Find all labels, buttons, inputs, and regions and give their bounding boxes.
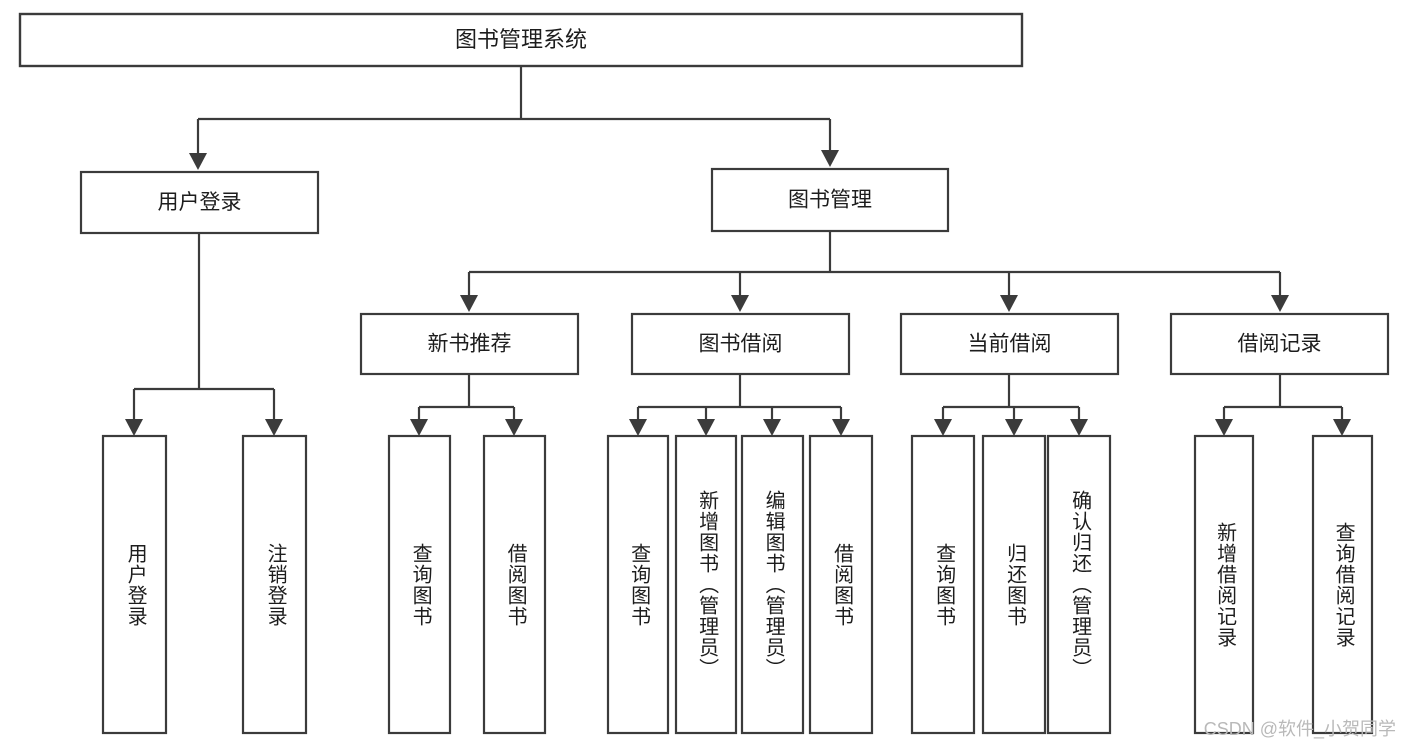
node-leaf-user-login-rect[interactable]	[101, 434, 168, 735]
node-current-borrow-rect[interactable]	[899, 312, 1120, 376]
node-borrow-record-rect[interactable]	[1169, 312, 1390, 376]
level1-arrow-icon-1	[821, 150, 839, 167]
node-leaf-user-logout-rect[interactable]	[241, 434, 308, 735]
node-leaf-borrow-book-2[interactable]	[808, 434, 874, 735]
node-leaf-query-book-2[interactable]	[606, 434, 670, 735]
level1-arrow-icon-0	[189, 153, 207, 170]
node-leaf-borrow-book-1[interactable]	[482, 434, 547, 735]
node-current-borrow[interactable]: 当前借阅	[899, 312, 1120, 376]
node-leaf-query-book-3[interactable]	[910, 434, 976, 735]
node-borrow-record[interactable]: 借阅记录	[1169, 312, 1390, 376]
node-root-图书管理系统-label: 图书管理系统	[455, 27, 587, 52]
node-leaf-query-book-3-rect[interactable]	[910, 434, 976, 735]
connectors-layer	[125, 66, 1351, 436]
node-root-图书管理系统[interactable]: 图书管理系统	[18, 12, 1024, 68]
node-leaf-borrow-book-1-rect[interactable]	[482, 434, 547, 735]
node-borrow-record-label: 借阅记录	[1238, 333, 1322, 356]
node-user-login-label: 用户登录	[158, 191, 242, 214]
leaf-arrow-icon-2-3	[832, 419, 850, 436]
node-book-manage-label: 图书管理	[788, 189, 872, 212]
node-leaf-confirm-return[interactable]	[1046, 434, 1112, 735]
leaf-arrow-icon-3-1	[1005, 419, 1023, 436]
leaf-arrow-icon-4-1	[1333, 419, 1351, 436]
node-user-login-rect[interactable]	[79, 170, 320, 235]
node-leaf-add-record-rect[interactable]	[1193, 434, 1255, 735]
node-book-borrow-rect[interactable]	[630, 312, 851, 376]
node-book-manage-rect[interactable]	[710, 167, 950, 233]
node-leaf-add-book[interactable]	[674, 434, 738, 735]
node-leaf-add-record[interactable]	[1193, 434, 1255, 735]
node-new-book-rec-rect[interactable]	[359, 312, 580, 376]
node-current-borrow-label: 当前借阅	[968, 333, 1052, 356]
node-leaf-borrow-book-2-rect[interactable]	[808, 434, 874, 735]
node-leaf-return-book[interactable]	[981, 434, 1047, 735]
leaf-arrow-icon-3-0	[934, 419, 952, 436]
node-leaf-query-record[interactable]	[1311, 434, 1374, 735]
node-book-borrow-label: 图书借阅	[699, 333, 783, 356]
level2-arrow-icon-3	[1271, 295, 1289, 312]
level2-arrow-icon-0	[460, 295, 478, 312]
leaf-arrow-icon-0-1	[265, 419, 283, 436]
leaf-arrow-icon-1-1	[505, 419, 523, 436]
node-leaf-user-logout[interactable]	[241, 434, 308, 735]
node-leaf-query-book-1-rect[interactable]	[387, 434, 452, 735]
leaf-arrow-icon-4-0	[1215, 419, 1233, 436]
node-leaf-user-login[interactable]	[101, 434, 168, 735]
node-leaf-confirm-return-rect[interactable]	[1046, 434, 1112, 735]
level2-arrow-icon-1	[731, 295, 749, 312]
leaf-arrow-icon-0-0	[125, 419, 143, 436]
node-book-manage[interactable]: 图书管理	[710, 167, 950, 233]
node-leaf-edit-book[interactable]	[740, 434, 805, 735]
leaf-arrow-icon-3-2	[1070, 419, 1088, 436]
leaf-arrow-icon-2-2	[763, 419, 781, 436]
node-root-图书管理系统-rect[interactable]	[18, 12, 1024, 68]
leaf-arrow-icon-2-1	[697, 419, 715, 436]
node-leaf-query-book-2-rect[interactable]	[606, 434, 670, 735]
node-leaf-edit-book-rect[interactable]	[740, 434, 805, 735]
level2-arrow-icon-2	[1000, 295, 1018, 312]
node-leaf-return-book-rect[interactable]	[981, 434, 1047, 735]
csdn-watermark: CSDN @软件_小贺同学	[1203, 719, 1396, 739]
node-leaf-query-book-1[interactable]	[387, 434, 452, 735]
leaf-arrow-icon-2-0	[629, 419, 647, 436]
node-new-book-rec-label: 新书推荐	[428, 333, 512, 356]
node-leaf-add-book-rect[interactable]	[674, 434, 738, 735]
node-new-book-rec[interactable]: 新书推荐	[359, 312, 580, 376]
node-user-login[interactable]: 用户登录	[79, 170, 320, 235]
leaf-arrow-icon-1-0	[410, 419, 428, 436]
node-leaf-query-record-rect[interactable]	[1311, 434, 1374, 735]
node-book-borrow[interactable]: 图书借阅	[630, 312, 851, 376]
